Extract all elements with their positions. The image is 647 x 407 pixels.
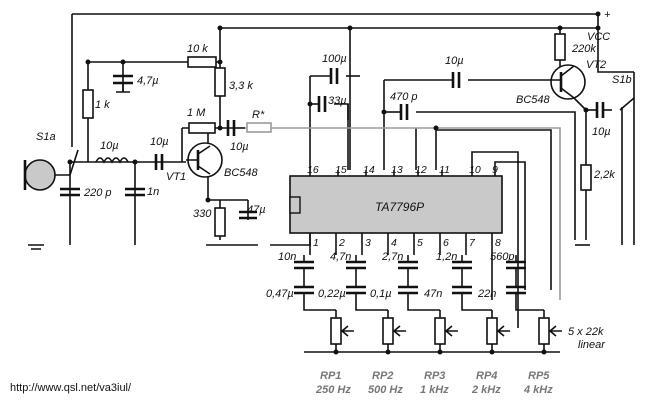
label-100u: 100µ [322,53,347,65]
capacitors [60,68,605,220]
filter-cap-bottom-label: 0,22µ [318,288,346,300]
resistor-10k [187,56,217,68]
pot-name-label: RP5 [528,370,550,382]
pot-freq-label: 1 kHz [420,384,449,396]
microphone-icon [23,159,56,191]
label-vt2-type: BC548 [516,94,551,106]
chip-top-pin-label: 9 [492,164,498,176]
chip-bottom-pin-label: 6 [443,237,449,249]
filter-cap-top-label: 1,2n [436,251,457,263]
chip-bottom-pin-label: 8 [495,237,501,249]
rstar-link [245,127,561,300]
pot-note-2: linear [578,339,606,351]
label-47u: 47µ [247,204,266,216]
pot-note-1: 5 x 22k [568,326,604,338]
pot-freq-label: 2 kHz [471,384,501,396]
label-rstar: R* [252,109,265,121]
chip-bottom-pin-label: 1 [313,237,319,249]
label-220p: 220 p [83,187,112,199]
label-2-2k: 2,2k [593,169,615,181]
chip-top-pin-label: 13 [391,164,403,176]
label-330: 330 [193,208,212,220]
resistor-2-2k [580,164,592,191]
pot-name-label: RP4 [476,370,497,382]
label-220k: 220k [571,43,596,55]
potentiometer-icon [434,317,446,345]
chip-top-pin-label: 10 [469,164,481,176]
potentiometer-icon [486,317,498,345]
resistor-1m [188,122,216,134]
label-10u-l: 10µ [100,140,119,152]
filter-cap-top-label: 2,7n [381,251,403,263]
filter-cap-bottom-label: 22n [477,288,496,300]
label-vt1: VT1 [166,171,186,183]
chip-notch [289,196,301,214]
pot-name-label: RP3 [424,370,445,382]
filter-cap-top-label: 560p [490,251,514,263]
rstar-resistor [246,122,272,133]
filter-cap-top-label: 10n [278,251,296,263]
chip-bottom-pin-label: 5 [417,237,423,249]
vcc-label: VCC [587,31,610,43]
label-10k: 10 k [187,43,208,55]
label-1n: 1n [147,186,159,198]
filter-cap-bottom-label: 0,1µ [370,288,392,300]
resistor-1k [82,89,94,119]
resistor-3-3k [214,67,226,97]
pot-freq-label: 250 Hz [315,384,351,396]
label-3-3k: 3,3 k [229,80,253,92]
label-10u-r: 10µ [592,126,611,138]
chip-bottom-pin-label: 7 [469,237,476,249]
label-4-7u: 4,7µ [137,75,159,87]
chip-bottom-pin-label: 3 [365,237,371,249]
label-10u-t: 10µ [445,55,464,67]
chip-top-pin-label: 12 [415,164,427,176]
label-10u-c: 10µ [230,141,249,153]
potentiometer-icon [382,317,394,345]
chip-body [289,175,503,234]
chip-top-pin-label: 11 [439,164,450,176]
pot-name-label: RP2 [372,370,393,382]
vt1-transistor-icon [186,142,223,178]
junction-dots [67,11,601,203]
resistor-330 [214,207,226,237]
label-vt1-type: BC548 [224,167,259,179]
resistor-220k [554,33,566,61]
filter-cap-bottom-label: 0,47µ [266,288,294,300]
label-s1b: S1b [612,74,632,86]
chip-bottom-pin-label: 4 [391,237,397,249]
label-s1a: S1a [36,131,56,143]
chip-top-pin-label: 14 [363,164,375,176]
potentiometer-icon [538,317,550,345]
label-vt2: VT2 [586,59,606,71]
label-1k: 1 k [95,99,110,111]
source-url: http://www.qsl.net/va3iul/ [10,382,132,394]
label-33u: 33µ [328,95,347,107]
filter-cap-top-label: 4,7n [330,251,351,263]
pot-freq-label: 500 Hz [368,384,403,396]
pot-freq-label: 4 kHz [523,384,553,396]
label-470p: 470 p [390,91,418,103]
chip-top-pin-label: 16 [307,164,319,176]
inductor-10u [95,157,129,164]
vcc-plus: + [604,9,611,21]
label-10u-in: 10µ [150,136,169,148]
chip-top-pin-label: 15 [335,164,347,176]
pot-name-label: RP1 [320,370,341,382]
vt2-transistor-icon [545,64,587,111]
chip-bottom-pin-label: 2 [338,237,345,249]
potentiometer-icon [330,317,342,345]
filter-cap-bottom-label: 47n [424,288,442,300]
chip-label: TA7796P [375,200,424,214]
label-1m: 1 M [187,107,206,119]
